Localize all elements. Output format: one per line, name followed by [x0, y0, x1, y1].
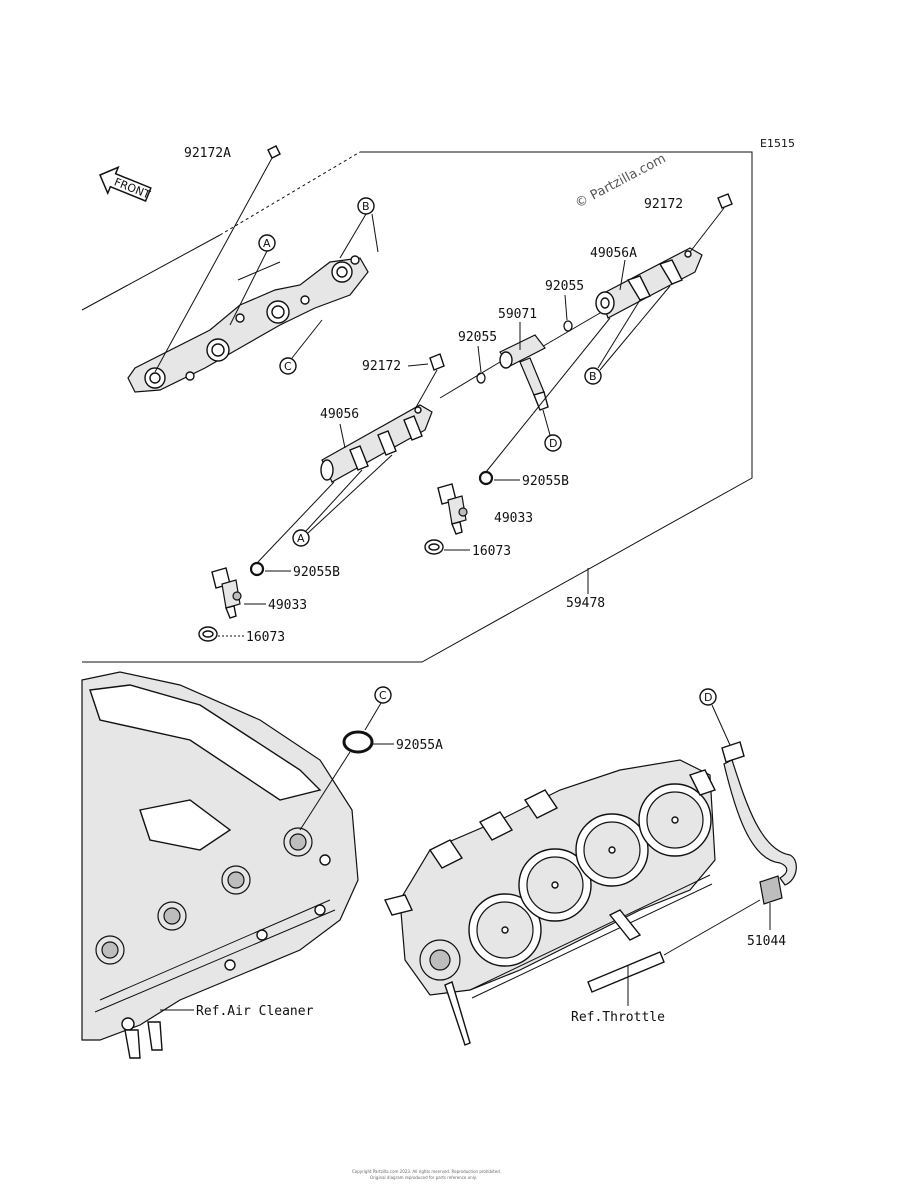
label-92172-right: 92172 — [644, 197, 683, 212]
label-59478: 59478 — [566, 596, 605, 611]
svg-text:C: C — [284, 360, 292, 373]
cylinder-head — [81, 671, 359, 1059]
callout-C-top: C — [279, 319, 323, 375]
label-16073-left: 16073 — [246, 630, 285, 645]
callout-B-right: B — [584, 285, 671, 385]
callout-A-bottom: A — [292, 454, 393, 547]
callout-C-lower: C — [364, 686, 392, 731]
delivery-pipe-49056 — [320, 404, 433, 483]
label-92055B-right: 92055B — [522, 474, 569, 489]
label-92055-right: 92055 — [545, 279, 584, 294]
joint-59071 — [499, 334, 549, 411]
oring-92055B-right — [478, 470, 494, 486]
assembly-outline — [81, 151, 753, 663]
diagram-code: E1515 — [760, 137, 795, 150]
bolt-92172-right — [689, 193, 733, 253]
label-59071: 59071 — [498, 307, 537, 322]
callout-D-lower: D — [699, 688, 731, 746]
label-ref-air-cleaner: Ref.Air Cleaner — [196, 1004, 314, 1019]
label-49033-right: 49033 — [494, 511, 533, 526]
callout-B-top: B — [339, 197, 379, 259]
oring-92055B-left — [249, 561, 265, 577]
fuel-hose — [721, 741, 797, 905]
bolt-92172A — [154, 145, 281, 373]
svg-text:A: A — [297, 532, 305, 545]
svg-text:B: B — [589, 370, 597, 383]
throttle-nipple — [587, 909, 665, 993]
label-92172A: 92172A — [184, 146, 231, 161]
callout-A-top: A — [229, 234, 281, 326]
assembly-outline-dash — [219, 151, 361, 236]
injector-49033-left — [211, 567, 242, 619]
svg-text:D: D — [704, 691, 712, 704]
label-51044: 51044 — [747, 934, 786, 949]
svg-text:C: C — [379, 689, 387, 702]
footer-line-1: Copyright Partzilla.com 2023. All rights… — [352, 1169, 501, 1174]
throttle-body-assembly — [384, 759, 716, 1046]
svg-text:B: B — [362, 200, 370, 213]
front-arrow-icon: FRONT — [99, 165, 152, 202]
callout-D-mid: D — [542, 409, 562, 452]
label-16073-right: 16073 — [472, 544, 511, 559]
svg-text:A: A — [263, 237, 271, 250]
label-49033-left: 49033 — [268, 598, 307, 613]
footer-line-2: Original diagram reproduced for parts re… — [370, 1175, 477, 1180]
injector-49033-right — [437, 483, 468, 535]
upper-delivery-bracket — [127, 255, 369, 393]
label-ref-throttle: Ref.Throttle — [571, 1010, 665, 1025]
svg-text:D: D — [549, 437, 557, 450]
delivery-pipe-49056A — [595, 247, 703, 319]
label-92055-mid: 92055 — [458, 330, 497, 345]
label-49056: 49056 — [320, 407, 359, 422]
label-49056A: 49056A — [590, 246, 637, 261]
oring-92055A — [342, 730, 374, 754]
label-92172-mid: 92172 — [362, 359, 401, 374]
front-label: FRONT — [112, 175, 152, 201]
label-92055B-left: 92055B — [293, 565, 340, 580]
label-92055A: 92055A — [396, 738, 443, 753]
oring-92055-right — [563, 320, 573, 332]
